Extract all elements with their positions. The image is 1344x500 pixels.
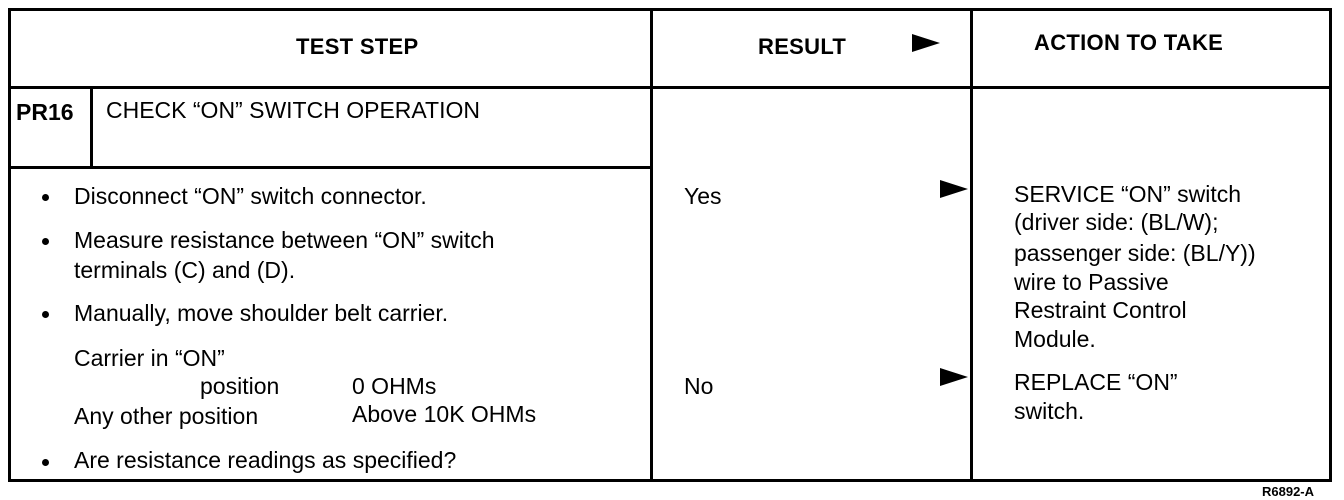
- header-divider: [8, 86, 1332, 89]
- spec-row1-label-line1: Carrier in “ON”: [74, 345, 225, 371]
- result-yes-arrow-icon: [940, 180, 968, 198]
- instruction-measure-line1: Measure resistance between “ON” switch: [74, 227, 495, 253]
- result-no: No: [684, 373, 714, 399]
- result-yes: Yes: [684, 183, 722, 209]
- action-yes-line4: wire to Passive: [1014, 269, 1169, 295]
- step-code-divider: [90, 86, 93, 168]
- divider-test-result: [650, 8, 653, 482]
- action-yes-line3: passenger side: (BL/Y)): [1014, 240, 1256, 266]
- bullet-icon: [42, 459, 49, 466]
- spec-row1-label-line2: position: [200, 373, 280, 399]
- action-no-line2: switch.: [1014, 398, 1085, 424]
- action-yes-line2: (driver side: (BL/W);: [1014, 209, 1219, 235]
- header-action: ACTION TO TAKE: [1034, 30, 1224, 55]
- spec-row2-label: Any other position: [74, 403, 259, 429]
- bullet-icon: [42, 311, 49, 318]
- instruction-disconnect: Disconnect “ON” switch connector.: [74, 183, 427, 209]
- spec-row2-value: Above 10K OHMs: [352, 401, 537, 427]
- action-yes-line5: Restraint Control: [1014, 297, 1187, 323]
- spec-row1-value: 0 OHMs: [352, 373, 437, 399]
- action-yes-line6: Module.: [1014, 326, 1096, 352]
- action-yes-line1: SERVICE “ON” switch: [1014, 181, 1242, 207]
- header-test-step: TEST STEP: [296, 34, 419, 59]
- instruction-move-carrier: Manually, move shoulder belt carrier.: [74, 300, 449, 326]
- figure-reference: R6892-A: [1262, 484, 1315, 499]
- divider-result-action: [970, 8, 973, 482]
- result-no-arrow-icon: [940, 368, 968, 386]
- bullet-icon: [42, 238, 49, 245]
- header-result: RESULT: [758, 34, 847, 59]
- instruction-question: Are resistance readings as specified?: [74, 447, 457, 473]
- step-title-divider: [8, 166, 653, 169]
- table-frame: [8, 8, 1332, 482]
- header-arrow-icon: [912, 34, 940, 52]
- bullet-icon: [42, 194, 49, 201]
- instruction-measure-line2: terminals (C) and (D).: [74, 257, 296, 283]
- step-title: CHECK “ON” SWITCH OPERATION: [106, 97, 480, 123]
- step-code: PR16: [16, 99, 74, 125]
- action-no-line1: REPLACE “ON”: [1014, 369, 1178, 395]
